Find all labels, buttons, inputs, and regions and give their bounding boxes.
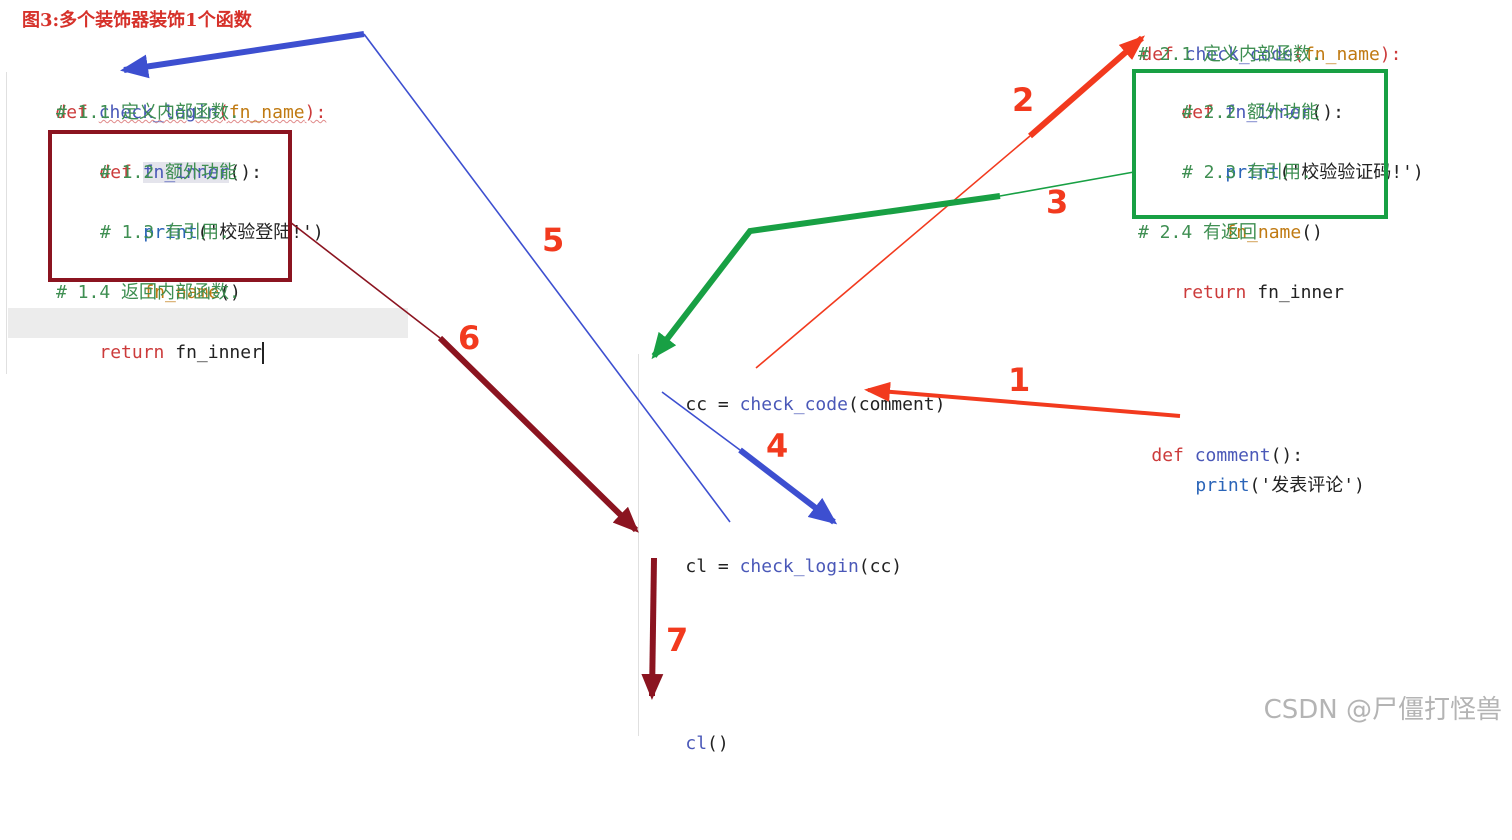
check-login-name: check_login [98,102,218,123]
step-number-1: 1 [1008,361,1031,399]
figure-title: 图3:多个装饰器装饰1个函数 [22,10,252,31]
arrow-6-thick [437,335,639,533]
print-line-1: print('校验登陆!') [143,222,324,243]
step-number-5: 5 [542,221,565,259]
arrow-2-thin [755,135,1031,369]
step-number-2: 2 [1012,81,1035,119]
return-line-2: return fn_inner [1181,282,1344,303]
inner-function-box-right [1132,69,1388,219]
arrow-3-thin [999,171,1135,197]
call-line-1: fn_name() [143,282,241,303]
check-code-def-line: def check_code(fn_name): [1141,44,1402,65]
inner-def-line-2: def fn_inner(): [1181,102,1344,123]
arrow-5-thick [120,31,365,79]
inner-function-box-left [48,130,292,282]
comment-1-3: # 1.3 有引用. [100,222,230,243]
arrow-4-thin [661,391,741,451]
current-line-highlight [8,308,408,338]
comment-def-line: def comment(): [1151,445,1304,466]
arrow-7 [641,557,664,700]
comment-1-1: # 1.1 定义内部函数. [56,102,240,123]
watermark: CSDN @尸僵打怪兽 [1263,695,1502,725]
return-line-1: return fn_inner [99,342,264,364]
step-number-4: 4 [766,427,789,465]
call-line-2: fn_name() [1225,222,1323,243]
arrow-5-thin [363,33,731,523]
comment-2-4: # 2.4 有返回 [1138,222,1258,243]
text-cursor [261,342,264,364]
arrow-overlay [48,31,1388,700]
comment-print-line: print('发表评论') [1195,475,1365,496]
editor-gutter-left [6,72,7,374]
arrow-3-thick [651,193,1001,360]
comment-function-block: def comment(): print('发表评论') [0,445,1512,720]
arrow-1 [864,381,1181,418]
check-login-block: def check_login(fn_name): # 1.1 定义内部函数. … [0,0,1512,364]
comment-2-2: # 2.2 额外功能 [1182,102,1320,123]
comment-1-4: # 1.4 返回内部函数. [56,282,240,303]
check-login-def-line: def check_login(fn_name): [55,102,327,123]
comment-1-2: # 1.2 额外功能 [100,162,238,183]
step-number-6: 6 [458,319,481,357]
editor-gutter-middle [638,354,639,736]
cl-assignment: cl = check_login(cc) [685,556,903,577]
step-number-7: 7 [666,621,689,659]
check-code-block: def check_code(fn_name): # 2.1 定义内部函数. d… [0,44,1512,630]
inner-def-line-1: def fn_inner(): [99,162,262,183]
step-number-3: 3 [1046,183,1069,221]
arrow-6-thin [289,221,441,339]
comment-2-3: # 2.3 有引用. [1182,162,1312,183]
arrow-2-thick [1028,35,1146,139]
arrow-4-thick [738,447,838,525]
